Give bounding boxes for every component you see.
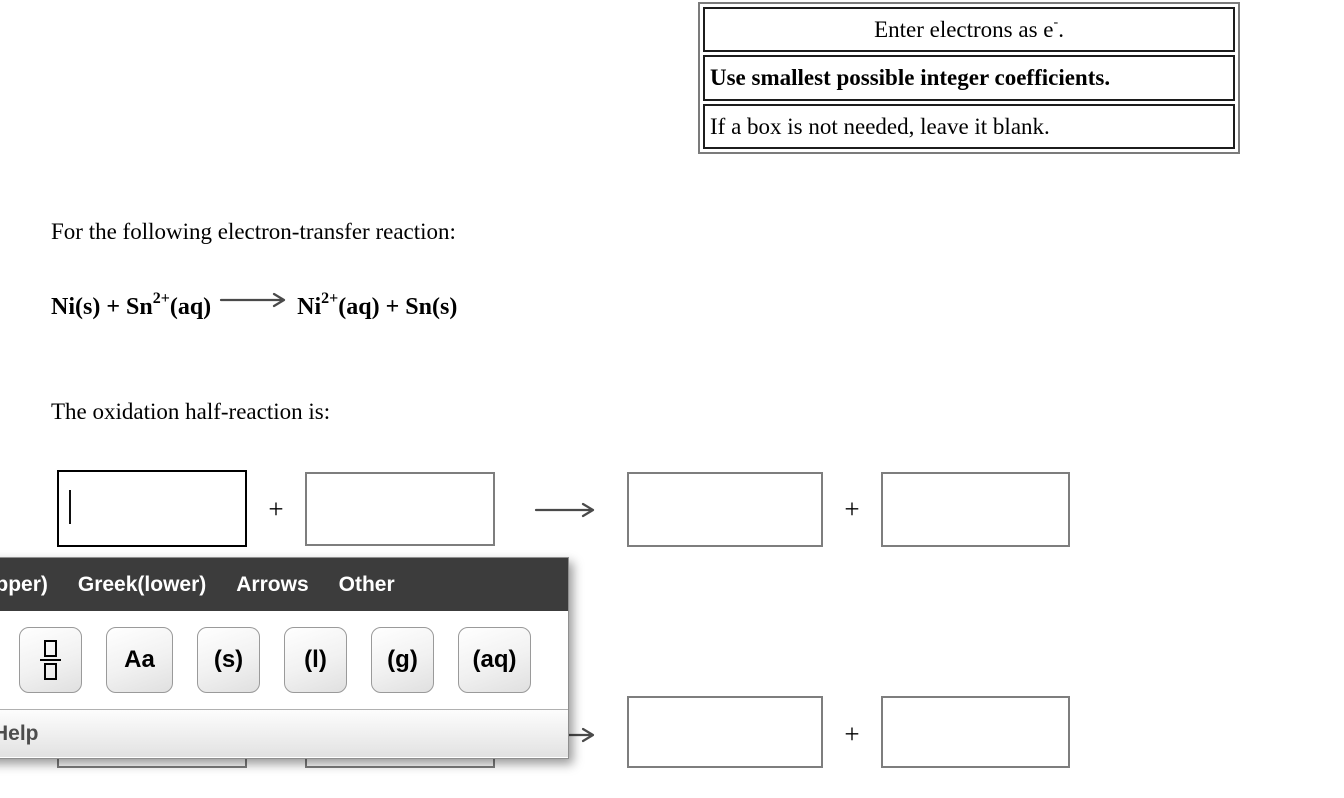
help-label: Help — [0, 721, 39, 745]
answer-input-7[interactable] — [627, 696, 823, 768]
tab-other[interactable]: Other — [338, 572, 395, 596]
answer-input-3[interactable] — [627, 472, 823, 547]
answer-input-8[interactable] — [881, 696, 1070, 768]
answer-input-2[interactable] — [305, 472, 495, 546]
toolbar-tab-bar: Greek(upper) Greek(lower) Arrows Other — [0, 558, 568, 611]
equation-rhs: Ni — [297, 294, 322, 320]
plus-sign: + — [844, 494, 860, 524]
answer-input-4[interactable] — [881, 472, 1070, 547]
instruction-row-blank: If a box is not needed, leave it blank. — [703, 103, 1235, 150]
aqueous-state-button[interactable]: (aq) — [458, 627, 531, 693]
instructions-box: Enter electrons as e-. Use smallest poss… — [698, 2, 1240, 155]
gas-state-button[interactable]: (g) — [371, 627, 434, 693]
equation-lhs: Ni(s) + Sn — [51, 294, 153, 320]
tab-arrows[interactable]: Arrows — [236, 572, 309, 596]
symbol-toolbar-popup: Greek(upper) Greek(lower) Arrows Other A… — [0, 557, 569, 759]
text-cursor — [69, 490, 71, 524]
nickel-charge-superscript: 2+ — [321, 290, 339, 307]
reaction-prompt: For the following electron-transfer reac… — [51, 219, 456, 244]
instruction-row-coefficients: Use smallest possible integer coefficien… — [703, 55, 1235, 101]
solid-state-button[interactable]: (s) — [197, 627, 260, 693]
plus-sign: + — [268, 494, 284, 524]
toolbar-button-row: Aa (s) (l) (g) (aq) — [0, 611, 568, 709]
instruction-row-electrons: Enter electrons as e-. — [703, 7, 1235, 53]
fraction-button[interactable] — [19, 627, 82, 693]
equation-arrow-icon — [220, 292, 286, 308]
reaction-equation: Ni(s) + Sn2+(aq)Ni2+(aq) + Sn(s) — [51, 290, 458, 321]
tin-charge-superscript: 2+ — [152, 290, 170, 307]
tab-greek-lower[interactable]: Greek(lower) — [77, 572, 207, 596]
letter-button[interactable]: Aa — [106, 627, 173, 693]
tab-greek-upper[interactable]: Greek(upper) — [0, 572, 48, 596]
reaction-arrow-icon — [534, 502, 595, 518]
equation-lhs-state: (aq) — [169, 294, 212, 320]
plus-sign: + — [844, 719, 860, 749]
half-reaction-label: The oxidation half-reaction is: — [51, 399, 331, 424]
liquid-state-button[interactable]: (l) — [284, 627, 347, 693]
help-bar[interactable]: Help — [0, 709, 568, 757]
equation-rhs-state: (aq) + Sn(s) — [338, 294, 458, 320]
fraction-icon — [40, 640, 61, 680]
answer-input-1[interactable] — [57, 470, 247, 547]
instruction-electrons-text: Enter electrons as e — [874, 17, 1054, 42]
electron-charge-superscript: - — [1053, 15, 1059, 31]
instruction-electrons-period: . — [1058, 17, 1064, 42]
